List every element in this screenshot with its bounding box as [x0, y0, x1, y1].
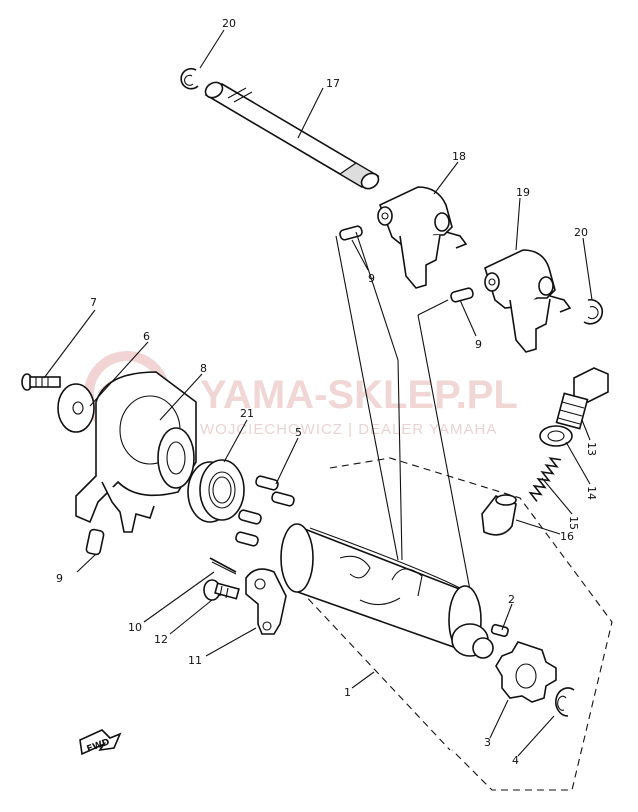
circlip-4 — [555, 687, 575, 717]
screw-7 — [21, 373, 61, 391]
callout-8: 8 — [200, 362, 207, 375]
plunger-16 — [481, 494, 517, 536]
callout-21: 21 — [240, 407, 254, 420]
star-plate-3 — [495, 641, 557, 703]
guide-pin-upper-right — [450, 287, 474, 303]
shift-fork-shaft — [204, 81, 380, 190]
callout-6: 6 — [143, 330, 150, 343]
guide-pin-lower — [85, 528, 105, 556]
watermark: YAMA-SKLEP.PL WOJCIECHOWICZ | DEALER YAM… — [84, 351, 518, 438]
guide-pin-upper-left — [339, 225, 363, 241]
callout-18: 18 — [452, 150, 466, 163]
callout-11: 11 — [188, 654, 202, 667]
pin-10 — [209, 557, 237, 575]
assembly-guides — [299, 231, 613, 791]
bearing-21 — [187, 459, 245, 523]
callout-19: 19 — [516, 186, 530, 199]
callout-5: 5 — [295, 426, 302, 439]
callout-20-top: 20 — [222, 17, 236, 30]
spring-15 — [528, 457, 562, 502]
pins-5 — [235, 475, 295, 547]
stopper-plate-11 — [245, 568, 287, 635]
callout-13: 13 — [585, 442, 598, 456]
pin-2 — [490, 623, 509, 638]
plug-13 — [555, 367, 609, 430]
shift-fork-2 — [484, 249, 572, 353]
shift-fork-1 — [377, 186, 468, 289]
gasket-14 — [539, 425, 573, 447]
callout-labels: 20 17 18 19 20 9 9 7 6 8 21 5 13 14 15 1… — [56, 17, 598, 767]
callout-9-upper-left: 9 — [368, 272, 375, 285]
callout-leaders — [43, 29, 593, 757]
shift-drum-1 — [280, 523, 494, 659]
washer-6 — [57, 383, 95, 433]
callout-16: 16 — [560, 530, 574, 543]
callout-2: 2 — [508, 593, 515, 606]
cam-segment-8 — [75, 371, 197, 533]
callout-15: 15 — [567, 516, 580, 530]
callout-17: 17 — [326, 77, 340, 90]
callout-12: 12 — [154, 633, 168, 646]
callout-20-right: 20 — [574, 226, 588, 239]
callout-4: 4 — [512, 754, 519, 767]
bolt-12 — [203, 579, 240, 601]
callout-9-upper-right: 9 — [475, 338, 482, 351]
watermark-title: YAMA-SKLEP.PL — [200, 373, 518, 417]
callout-9-lower: 9 — [56, 572, 63, 585]
circlip-right — [583, 298, 604, 325]
circlip-top — [180, 67, 199, 90]
fwd-arrow-icon: FWD — [79, 729, 122, 756]
callout-7: 7 — [90, 296, 97, 309]
callout-3: 3 — [484, 736, 491, 749]
callout-10: 10 — [128, 621, 142, 634]
watermark-subtitle: WOJCIECHOWICZ | DEALER YAMAHA — [200, 421, 497, 438]
callout-14: 14 — [585, 486, 598, 500]
callout-1: 1 — [344, 686, 351, 699]
